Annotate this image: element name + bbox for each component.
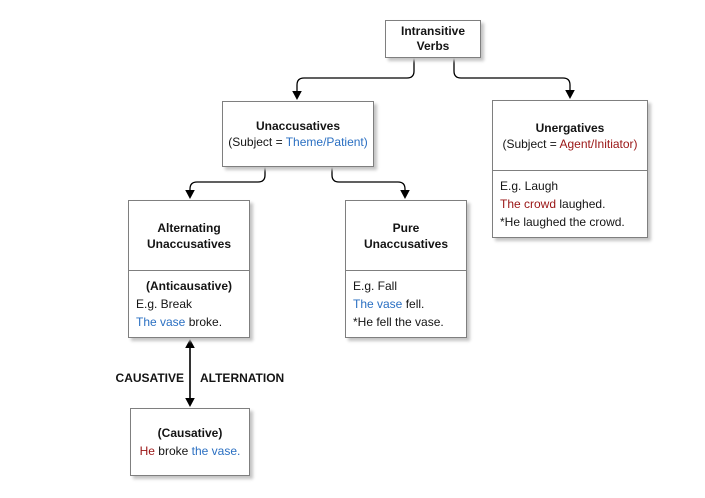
connector-unaccusatives-to-pure (331, 167, 406, 192)
text-segment: the vase. (191, 444, 241, 458)
arrowhead-down-causative-alt (185, 398, 195, 407)
node-pure-unaccusatives: Pure Unaccusatives E.g. Fall The vase fe… (345, 200, 467, 338)
arrowhead-down-pure (400, 190, 410, 199)
example-line: *He fell the vase. (346, 313, 466, 331)
node-title-line: Unaccusatives (363, 236, 449, 251)
text-segment: broke. (185, 315, 223, 329)
node-examples: E.g. Laugh The crowd laughed. *He laughe… (493, 170, 647, 237)
text-segment: The vase (136, 315, 186, 329)
example-line: The vase fell. (346, 295, 466, 313)
text-segment: The vase (353, 297, 403, 311)
arrowhead-down-unergatives (565, 90, 575, 99)
example-line: *He laughed the crowd. (493, 213, 647, 231)
text-segment: (Subject = (228, 135, 286, 149)
causative-alternation-label-left: CAUSATIVE (115, 371, 184, 385)
node-header: Alternating Unaccusatives (129, 201, 249, 270)
node-alternating-unaccusatives: Alternating Unaccusatives (Anticausative… (128, 200, 250, 338)
example-line: E.g. Laugh (493, 177, 647, 195)
node-intransitive-verbs: Intransitive Verbs (385, 20, 481, 58)
text-segment: Theme/Patient) (285, 135, 368, 149)
connector-intransitive-to-unaccusatives (296, 58, 415, 92)
node-title-line: Verbs (416, 39, 450, 53)
connector-unaccusatives-to-alternating (189, 167, 266, 192)
node-examples: (Anticausative) E.g. Break The vase brok… (129, 270, 249, 337)
node-subtitle: (Subject = Agent/Initiator) (502, 136, 637, 152)
text-segment: Agent/Initiator) (559, 136, 638, 151)
text-segment: He (139, 444, 155, 458)
node-subtitle: (Subject = Theme/Patient) (223, 134, 373, 150)
text-segment: E.g. Fall (353, 279, 398, 293)
text-segment: broke (154, 444, 192, 458)
example-line: E.g. Fall (346, 277, 466, 295)
arrowhead-down-unaccusatives (292, 91, 302, 100)
node-title-line: Unaccusatives (146, 236, 232, 251)
arrowhead-down-alternating (185, 190, 195, 199)
node-unergatives: Unergatives (Subject = Agent/Initiator) … (492, 100, 648, 238)
example-line: E.g. Break (129, 295, 249, 313)
node-causative: (Causative) He broke the vase. (130, 408, 250, 476)
node-title: Unaccusatives (255, 119, 341, 133)
node-title-line: Intransitive (400, 24, 466, 38)
node-unaccusatives: Unaccusatives (Subject = Theme/Patient) (222, 101, 374, 167)
node-subtitle: (Anticausative) (145, 279, 233, 293)
node-title: (Causative) (157, 426, 223, 440)
text-segment: *He fell the vase. (353, 315, 444, 329)
text-segment: fell. (402, 297, 425, 311)
text-segment: (Subject = (502, 136, 560, 151)
text-segment: The crowd (500, 197, 557, 211)
node-title: Unergatives (535, 120, 605, 135)
node-header: Unergatives (Subject = Agent/Initiator) (493, 101, 647, 170)
text-segment: E.g. Break (136, 297, 193, 311)
arrowhead-up-causative-alt (185, 339, 195, 348)
node-title-line: Alternating (157, 220, 221, 235)
example-line: The crowd laughed. (493, 195, 647, 213)
example-line: The vase broke. (129, 313, 249, 331)
text-segment: *He laughed the crowd. (500, 215, 625, 229)
causative-alternation-label-right: ALTERNATION (200, 371, 285, 385)
node-title-line: Pure (392, 220, 420, 235)
text-segment: E.g. Laugh (500, 179, 559, 193)
example-line: He broke the vase. (131, 442, 249, 460)
node-examples: E.g. Fall The vase fell. *He fell the va… (346, 270, 466, 337)
text-segment: laughed. (556, 197, 606, 211)
connector-intransitive-to-unergatives (453, 58, 571, 91)
node-header: Pure Unaccusatives (346, 201, 466, 270)
